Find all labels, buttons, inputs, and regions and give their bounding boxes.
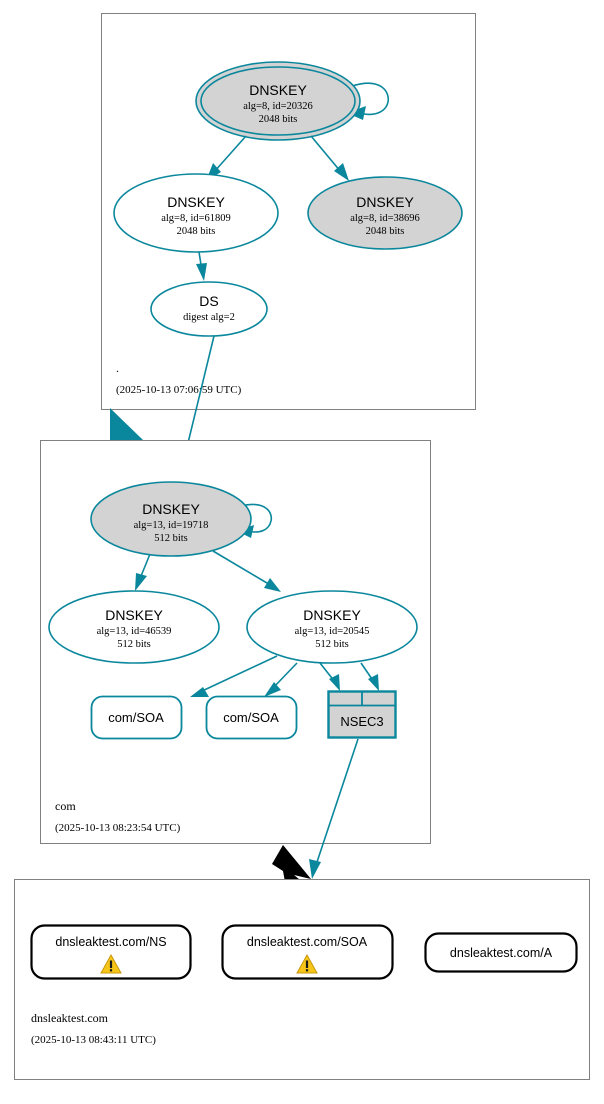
edge-com-zsk20545-to-nsec3-b [360,662,379,691]
root-ds-title: DS [199,293,218,309]
node-com-zsk-20545[interactable]: DNSKEY alg=13, id=20545 512 bits [246,590,418,664]
edge-com-zsk20545-to-soa2 [264,662,298,697]
root-zsk38696-ellipse [307,176,463,250]
node-root-zsk-38696[interactable]: DNSKEY alg=8, id=38696 2048 bits [307,176,463,250]
root-zone-timestamp: (2025-10-13 07:06:59 UTC) [116,384,242,396]
com-ksk19718-ellipse [90,481,252,557]
dnsleaktest-a-box [424,932,578,973]
com-ksk19718-keyinfo: alg=13, id=19718 [134,520,209,531]
com-soa-1-label: com/SOA [108,710,164,725]
dnsleaktest-ns-box [30,924,192,980]
com-zsk46539-ellipse [48,590,220,664]
cluster-root-zone[interactable]: DNSKEY alg=8, id=20326 2048 bits DNSKEY … [101,13,476,410]
dnsleaktest-soa-label: dnsleaktest.com/SOA [247,935,368,949]
root-ds-digest: digest alg=2 [183,312,235,323]
node-root-ksk-20326[interactable]: DNSKEY alg=8, id=20326 2048 bits [195,61,361,141]
node-dnsleaktest-a[interactable]: dnsleaktest.com/A [424,932,578,973]
com-ksk19718-title: DNSKEY [142,501,200,517]
edge-delegation-com-to-dnsleaktest [272,845,311,884]
root-zone-label: . [116,361,119,375]
com-ksk19718-bits: 512 bits [154,533,188,544]
root-ksk-title: DNSKEY [249,82,307,98]
com-zone-label: com [55,799,76,813]
com-zsk46539-bits: 512 bits [117,639,151,650]
root-ds-ellipse [150,281,268,337]
root-zsk61809-bits: 2048 bits [177,226,216,237]
node-root-ds[interactable]: DS digest alg=2 [150,281,268,337]
com-zone-timestamp: (2025-10-13 08:23:54 UTC) [55,822,181,834]
edge-com-ksk-to-zsk20545 [212,550,281,592]
root-zsk38696-keyinfo: alg=8, id=38696 [350,213,420,224]
com-zsk20545-bits: 512 bits [315,639,349,650]
root-zsk38696-bits: 2048 bits [366,226,405,237]
com-nsec3-label: NSEC3 [340,714,383,729]
node-root-zsk-61809[interactable]: DNSKEY alg=8, id=61809 2048 bits [113,173,279,253]
node-com-soa-1[interactable]: com/SOA [90,695,183,740]
com-zsk20545-title: DNSKEY [303,607,361,623]
cluster-com-zone[interactable]: DNSKEY alg=13, id=19718 512 bits DNSKEY … [40,440,431,844]
com-zsk20545-keyinfo: alg=13, id=20545 [295,626,370,637]
com-zsk46539-keyinfo: alg=13, id=46539 [97,626,172,637]
edge-root-ksk-to-zsk38696 [310,135,349,181]
node-com-ksk-19718[interactable]: DNSKEY alg=13, id=19718 512 bits [90,481,252,557]
cluster-dnsleaktest-zone[interactable]: dnsleaktest.com/NS dnsleaktest.com/SOA d… [14,879,590,1080]
com-zsk46539-title: DNSKEY [105,607,163,623]
node-dnsleaktest-soa[interactable]: dnsleaktest.com/SOA [221,924,394,980]
node-com-nsec3[interactable]: NSEC3 [327,690,397,739]
node-com-zsk-46539[interactable]: DNSKEY alg=13, id=46539 512 bits [48,590,220,664]
com-soa-1-box [90,695,183,740]
com-zsk20545-ellipse [246,590,418,664]
edge-nsec3-to-dnsleaktest [309,738,359,879]
edge-root-zsk61809-to-ds [196,251,207,281]
node-dnsleaktest-ns[interactable]: dnsleaktest.com/NS [30,924,192,980]
root-ksk-inner-ellipse [200,66,356,136]
warning-icon [100,953,122,974]
node-com-soa-2[interactable]: com/SOA [205,695,298,740]
dnsleaktest-ns-label: dnsleaktest.com/NS [55,935,166,949]
edge-com-zsk20545-to-soa1 [190,655,278,697]
dnsleaktest-a-label: dnsleaktest.com/A [450,946,553,960]
com-soa-2-box [205,695,298,740]
dnsleaktest-zone-timestamp: (2025-10-13 08:43:11 UTC) [31,1034,156,1046]
warning-icon [296,953,318,974]
root-ksk-keyinfo: alg=8, id=20326 [243,101,313,112]
dnsleaktest-soa-box [221,924,394,980]
edge-com-zsk20545-to-nsec3-a [319,662,340,691]
dnsleaktest-zone-label: dnsleaktest.com [31,1011,109,1025]
root-zsk61809-keyinfo: alg=8, id=61809 [161,213,231,224]
root-zsk38696-title: DNSKEY [356,194,414,210]
root-zsk61809-ellipse [113,173,279,253]
root-zsk61809-title: DNSKEY [167,194,225,210]
root-ksk-bits: 2048 bits [259,114,298,125]
edge-com-ksk-to-zsk46539 [135,553,151,591]
com-soa-2-label: com/SOA [223,710,279,725]
